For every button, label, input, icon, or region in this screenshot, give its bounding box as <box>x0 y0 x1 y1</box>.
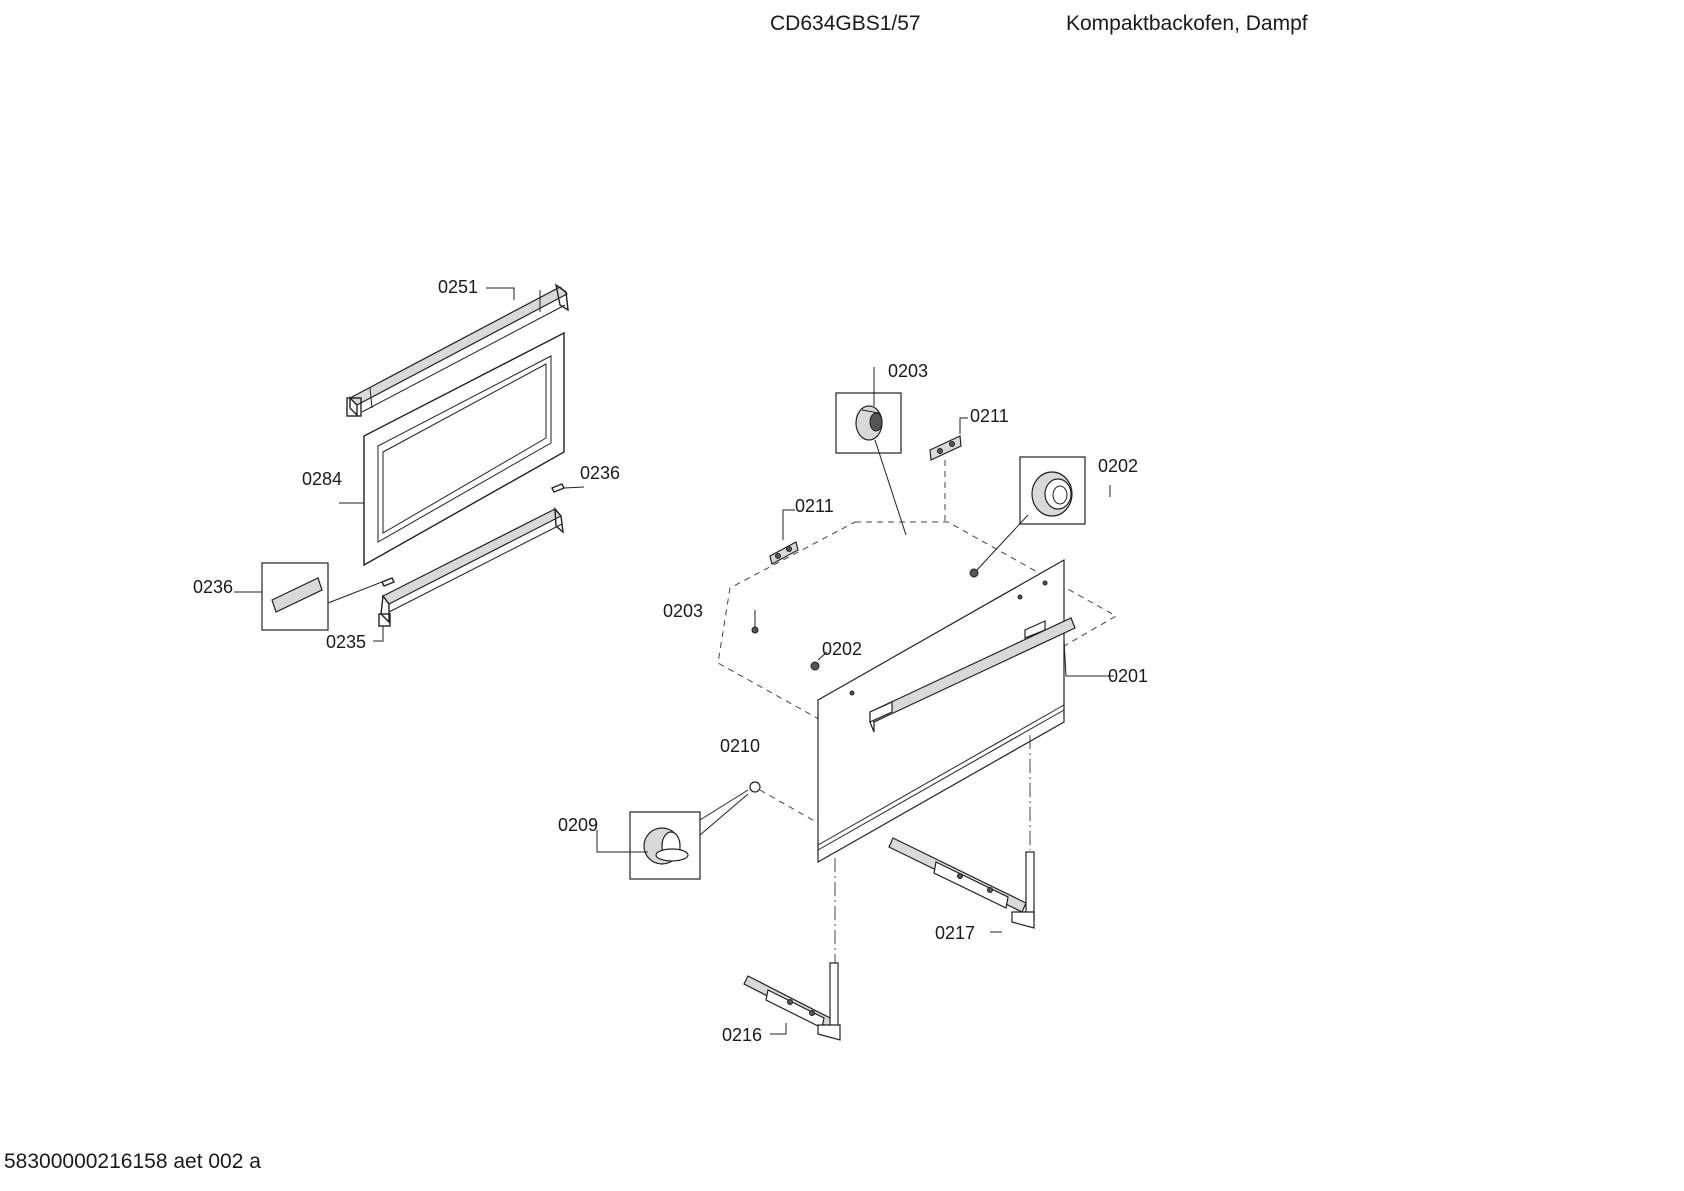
label-0235: 0235 <box>326 632 366 652</box>
label-0203-left: 0203 <box>663 601 703 621</box>
label-0236-right: 0236 <box>580 463 620 483</box>
label-0209: 0209 <box>558 815 598 835</box>
label-0284: 0284 <box>302 469 342 489</box>
part-0236-clip-right[interactable] <box>551 483 565 493</box>
model-number: CD634GBS1/57 <box>770 12 921 35</box>
part-0203-screw-left[interactable] <box>751 610 759 634</box>
part-0217-hinge[interactable] <box>888 837 1035 933</box>
document-id: 58300000216158 aet 002 a <box>4 1150 261 1173</box>
label-0211-left: 0211 <box>795 496 834 516</box>
part-0216-hinge[interactable] <box>743 962 841 1041</box>
part-0211-bracket-left[interactable] <box>769 509 799 565</box>
label-0217: 0217 <box>935 923 975 943</box>
appliance-description: Kompaktbackofen, Dampf <box>1066 12 1308 35</box>
part-0201-outer-door-panel[interactable] <box>817 558 1114 864</box>
label-0210: 0210 <box>720 736 760 756</box>
label-0202-top: 0202 <box>1098 456 1138 476</box>
part-0210-screw[interactable] <box>749 781 819 824</box>
detail-box-0236 <box>261 562 383 631</box>
part-0202-screw-left[interactable] <box>810 651 828 671</box>
part-0251-top-profile[interactable] <box>346 283 569 417</box>
detail-box-0209 <box>596 789 749 880</box>
part-0284-glass-panel[interactable] <box>363 331 565 567</box>
detail-box-0203-top <box>835 367 907 536</box>
label-0211-top: 0211 <box>970 406 1009 426</box>
label-0251: 0251 <box>438 277 478 297</box>
part-0235-bottom-profile[interactable] <box>378 506 564 627</box>
label-0216: 0216 <box>722 1025 762 1045</box>
label-0201: 0201 <box>1108 666 1148 686</box>
label-0203-top: 0203 <box>888 361 928 381</box>
label-0236-left: 0236 <box>193 577 233 597</box>
part-0236-clip-left[interactable] <box>381 577 395 587</box>
label-0202-left: 0202 <box>822 639 862 659</box>
detail-box-0202-top <box>969 456 1111 578</box>
part-0211-bracket-top[interactable] <box>929 417 968 525</box>
